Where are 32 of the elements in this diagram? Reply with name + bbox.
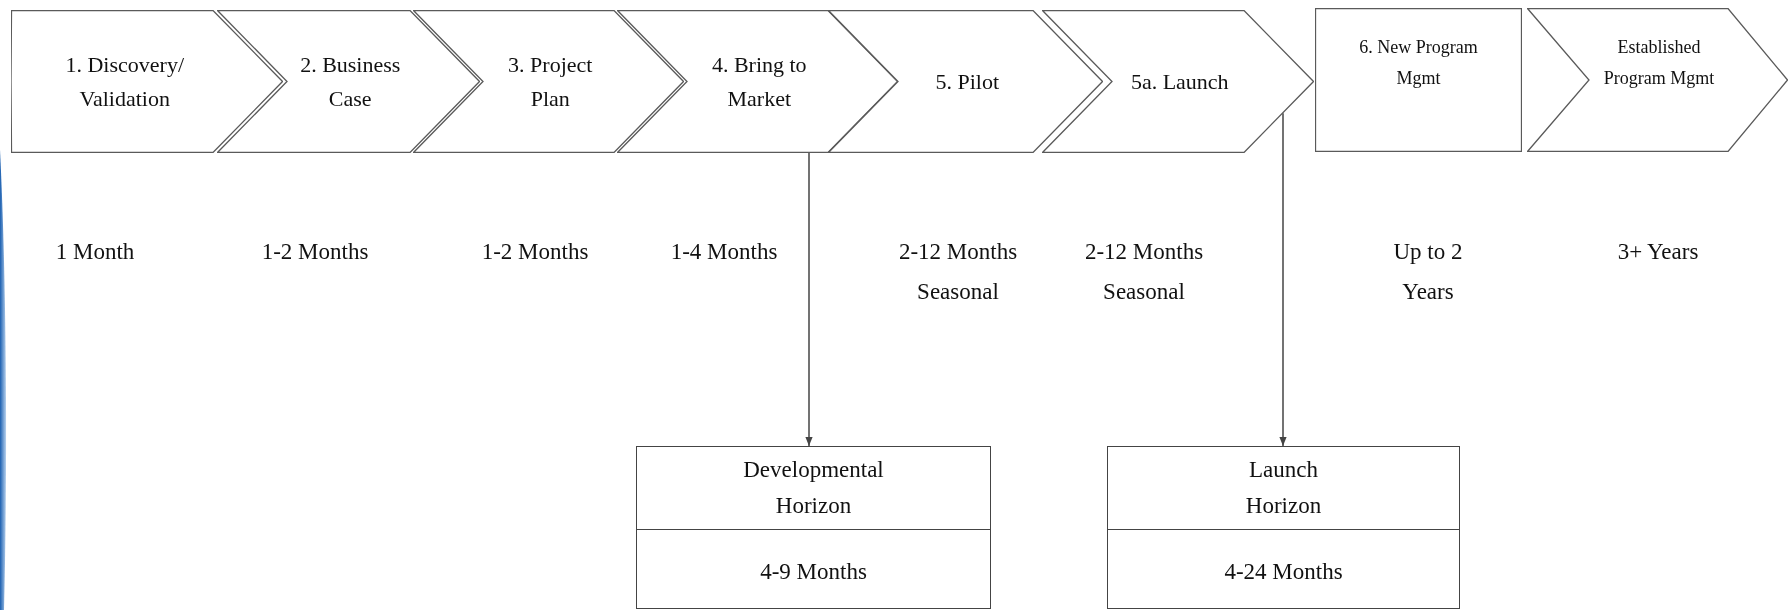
step-label: 5. Pilot: [935, 67, 1000, 96]
duration-label: 2-12 Months Seasonal: [1083, 238, 1205, 306]
process-step: [1527, 8, 1788, 152]
duration-label: 1-2 Months: [260, 238, 370, 266]
horizon-title: Developmental Horizon: [743, 456, 884, 520]
process-step: [1042, 10, 1314, 153]
horizon-duration: 4-9 Months: [760, 558, 867, 586]
process-step: [413, 10, 684, 153]
horizon-duration: 4-24 Months: [1224, 558, 1343, 586]
step-label: Established Program Mgmt: [1602, 36, 1716, 90]
duration-label: 3+ Years: [1616, 238, 1700, 266]
step-label: 6. New Program Mgmt: [1358, 36, 1479, 90]
process-step: [11, 10, 283, 153]
step-label: 5a. Launch: [1130, 67, 1229, 96]
horizon-title: Launch Horizon: [1245, 456, 1322, 520]
duration-label: 2-12 Months Seasonal: [897, 238, 1019, 306]
process-step: [828, 10, 1103, 153]
duration-label: 1-4 Months: [669, 238, 779, 266]
step-label: 2. Business Case: [299, 50, 402, 113]
duration-label: 1-2 Months: [480, 238, 590, 266]
duration-label: 1 Month: [54, 238, 136, 266]
arrow: [1279, 112, 1287, 447]
step-label: 1. Discovery/ Validation: [64, 50, 185, 113]
arrow: [805, 152, 813, 447]
duration-label: Up to 2 Years: [1392, 238, 1464, 306]
process-step: [617, 10, 898, 153]
process-box: [1315, 8, 1522, 152]
horizon-box: [636, 446, 991, 609]
step-label: 3. Project Plan: [507, 50, 594, 113]
process-step: [217, 10, 480, 153]
horizon-box: [1107, 446, 1460, 609]
step-label: 4. Bring to Market: [710, 50, 808, 113]
